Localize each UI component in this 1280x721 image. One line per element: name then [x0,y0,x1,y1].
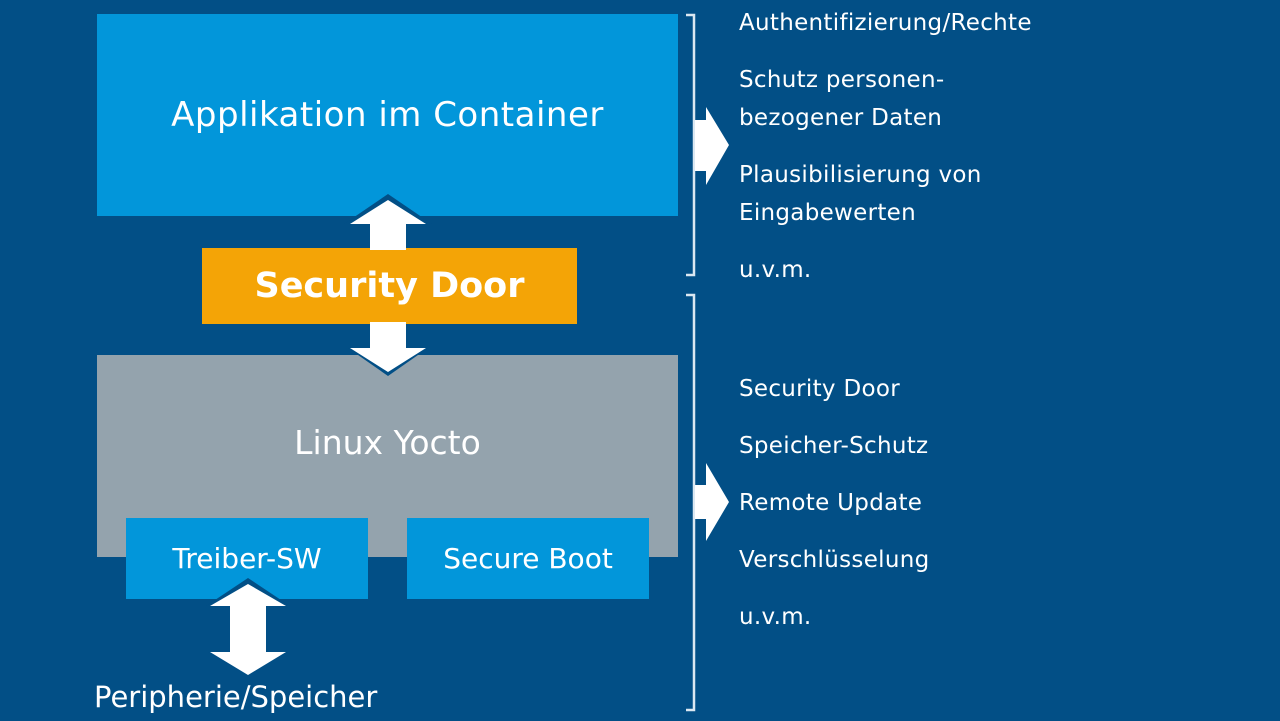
arrow-right-icon [695,463,729,541]
feature-item: u.v.m. [739,604,812,630]
feature-item: Plausibilisierung von [739,162,982,188]
driver-software-box: Treiber-SW [126,518,368,599]
bracket-lower [686,293,696,712]
application-container-box: Applikation im Container [97,14,678,216]
os-features-list: Security Door Speicher-Schutz Remote Upd… [739,370,930,636]
arrow-right-icon [695,107,729,185]
driver-software-label: Treiber-SW [172,542,322,575]
application-features-list: Authentifizierung/Rechte Schutz personen… [739,4,1032,289]
feature-item: bezogener Daten [739,105,943,131]
secure-boot-box: Secure Boot [407,518,649,599]
bracket-upper [686,13,696,277]
linux-yocto-label: Linux Yocto [294,423,481,462]
security-door-box: Security Door [202,248,577,324]
feature-item: Remote Update [739,490,923,516]
secure-boot-label: Secure Boot [443,542,613,575]
peripheral-storage-label: Peripherie/Speicher [94,680,378,714]
feature-item: Security Door [739,376,900,402]
feature-item: Speicher-Schutz [739,433,929,459]
feature-item: Authentifizierung/Rechte [739,10,1032,36]
feature-item: Eingabewerten [739,200,917,226]
feature-item: u.v.m. [739,257,812,283]
feature-item: Schutz personen- [739,67,945,93]
security-door-label: Security Door [254,266,525,306]
feature-item: Verschlüsselung [739,547,930,573]
application-label: Applikation im Container [171,95,604,135]
